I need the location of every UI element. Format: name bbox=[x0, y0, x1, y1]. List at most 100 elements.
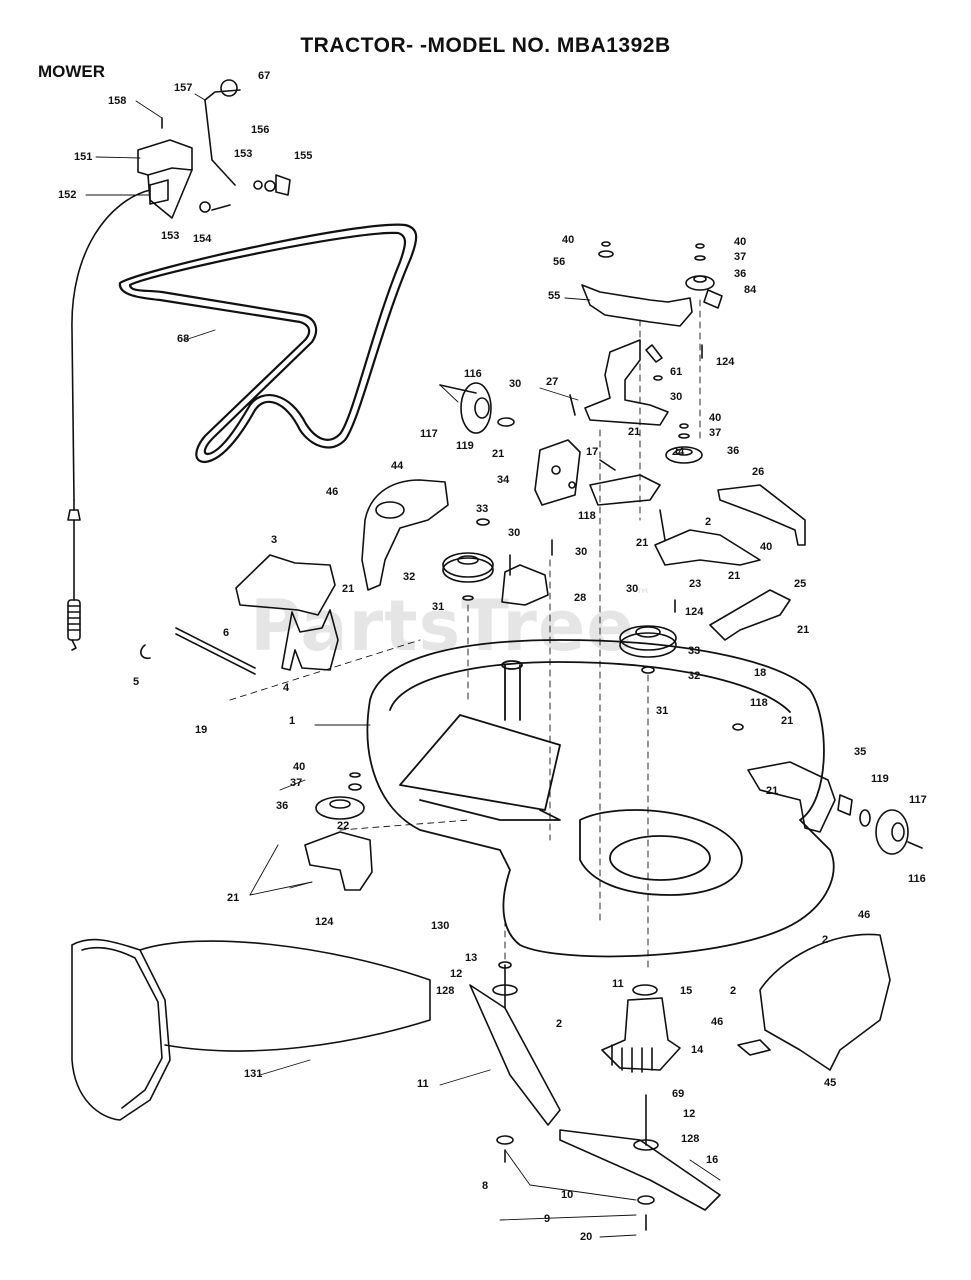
callout-124-c: 124 bbox=[315, 916, 334, 928]
callout-24: 24 bbox=[672, 446, 685, 458]
idler-pulley-right bbox=[665, 423, 703, 464]
callout-8: 8 bbox=[482, 1180, 489, 1192]
callout-67: 67 bbox=[258, 70, 271, 82]
callout-25: 25 bbox=[794, 578, 807, 590]
callout-16: 16 bbox=[706, 1154, 719, 1166]
bracket-right bbox=[732, 723, 923, 855]
alignment-lines bbox=[229, 299, 701, 971]
callout-14: 14 bbox=[691, 1044, 704, 1056]
callout-46-c: 46 bbox=[711, 1016, 724, 1028]
page-title: TRACTOR- -MODEL NO. MBA1392B bbox=[300, 34, 671, 57]
callout-33-a: 33 bbox=[476, 503, 489, 515]
cable-assembly bbox=[67, 189, 151, 651]
section-label: MOWER bbox=[38, 62, 106, 81]
callout-23: 23 bbox=[689, 578, 702, 590]
callout-116-b: 116 bbox=[908, 873, 926, 885]
callout-31-b: 31 bbox=[656, 705, 669, 717]
callout-18: 18 bbox=[754, 667, 767, 679]
callout-21-c: 21 bbox=[636, 537, 649, 549]
callout-152: 152 bbox=[58, 189, 77, 201]
callout-4: 4 bbox=[283, 682, 290, 694]
callout-40-c: 40 bbox=[709, 412, 722, 424]
callout-118-a: 118 bbox=[578, 510, 596, 522]
callout-21-d: 21 bbox=[728, 570, 741, 582]
callout-40-e: 40 bbox=[293, 761, 306, 773]
callout-21-h: 21 bbox=[766, 785, 779, 797]
leader-lines bbox=[85, 93, 721, 1238]
callout-128-b: 128 bbox=[681, 1133, 700, 1145]
callout-5: 5 bbox=[133, 676, 140, 688]
callout-27: 27 bbox=[546, 376, 559, 388]
callout-32-a: 32 bbox=[403, 571, 416, 583]
callout-117-a: 117 bbox=[420, 428, 438, 440]
callout-117-b: 117 bbox=[909, 794, 927, 806]
callout-36-a: 36 bbox=[734, 268, 747, 280]
callout-35: 35 bbox=[854, 746, 867, 758]
callout-21-i: 21 bbox=[227, 892, 240, 904]
callout-46-b: 46 bbox=[858, 909, 871, 921]
callout-44: 44 bbox=[391, 460, 404, 472]
callout-40-a: 40 bbox=[562, 234, 575, 246]
callout-2-d: 2 bbox=[556, 1018, 563, 1030]
callout-30-b: 30 bbox=[670, 391, 683, 403]
callout-17: 17 bbox=[586, 446, 599, 458]
callout-15: 15 bbox=[680, 985, 693, 997]
callout-12-b: 12 bbox=[683, 1108, 696, 1120]
callout-45: 45 bbox=[824, 1077, 837, 1089]
control-lever-assembly bbox=[137, 79, 291, 219]
callout-30-a: 30 bbox=[509, 378, 522, 390]
callout-2-b: 2 bbox=[822, 934, 829, 946]
callout-40-d: 40 bbox=[760, 541, 773, 553]
idler-bracket-upper bbox=[581, 241, 723, 359]
discharge-chute bbox=[71, 938, 431, 1121]
pulley-lower-left bbox=[315, 772, 365, 820]
callout-56: 56 bbox=[553, 256, 566, 268]
callout-69: 69 bbox=[672, 1088, 685, 1100]
callout-20: 20 bbox=[580, 1231, 593, 1243]
callout-119-a: 119 bbox=[456, 440, 474, 452]
arm-bracket bbox=[569, 339, 669, 426]
callout-11-top: 11 bbox=[612, 978, 624, 990]
callout-119-b: 119 bbox=[871, 773, 889, 785]
callout-116-a: 116 bbox=[464, 368, 482, 380]
callout-30-d: 30 bbox=[575, 546, 588, 558]
brackets-right-upper bbox=[654, 484, 806, 641]
spindle-housing bbox=[601, 984, 681, 1073]
callout-118-b: 118 bbox=[750, 697, 768, 709]
mower-deck bbox=[366, 639, 835, 958]
callout-28: 28 bbox=[574, 592, 587, 604]
callout-156: 156 bbox=[251, 124, 270, 136]
callout-36-c: 36 bbox=[276, 800, 289, 812]
callout-153: 153 bbox=[234, 148, 253, 160]
drive-belt bbox=[118, 223, 418, 464]
callout-36-b: 36 bbox=[727, 445, 740, 457]
callout-22: 22 bbox=[337, 820, 350, 832]
callout-12-a: 12 bbox=[450, 968, 463, 980]
bracket-assembly bbox=[534, 439, 661, 506]
bracket-left-front bbox=[235, 554, 339, 671]
callout-30-e: 30 bbox=[626, 583, 639, 595]
callout-68: 68 bbox=[177, 333, 190, 345]
belt-guard-upper bbox=[361, 479, 449, 591]
callout-21-a: 21 bbox=[628, 426, 641, 438]
callout-31-a: 31 bbox=[432, 601, 445, 613]
callout-37-b: 37 bbox=[709, 427, 722, 439]
blade-left bbox=[469, 961, 561, 1163]
callout-26: 26 bbox=[752, 466, 765, 478]
callout-21-f: 21 bbox=[797, 624, 810, 636]
callout-32-b: 32 bbox=[688, 670, 701, 682]
callout-1: 1 bbox=[289, 715, 296, 727]
callout-40-b: 40 bbox=[734, 236, 747, 248]
callout-30-c: 30 bbox=[508, 527, 521, 539]
callout-151: 151 bbox=[74, 151, 93, 163]
callout-154: 154 bbox=[193, 233, 212, 245]
bracket-center bbox=[501, 539, 553, 606]
pulley-upper-left bbox=[439, 382, 515, 434]
callout-158: 158 bbox=[108, 95, 127, 107]
callout-21-b: 21 bbox=[492, 448, 505, 460]
callout-84: 84 bbox=[744, 284, 757, 296]
callout-21-e: 21 bbox=[342, 583, 355, 595]
callout-11: 11 bbox=[417, 1078, 429, 1090]
blade-right bbox=[559, 1094, 721, 1231]
